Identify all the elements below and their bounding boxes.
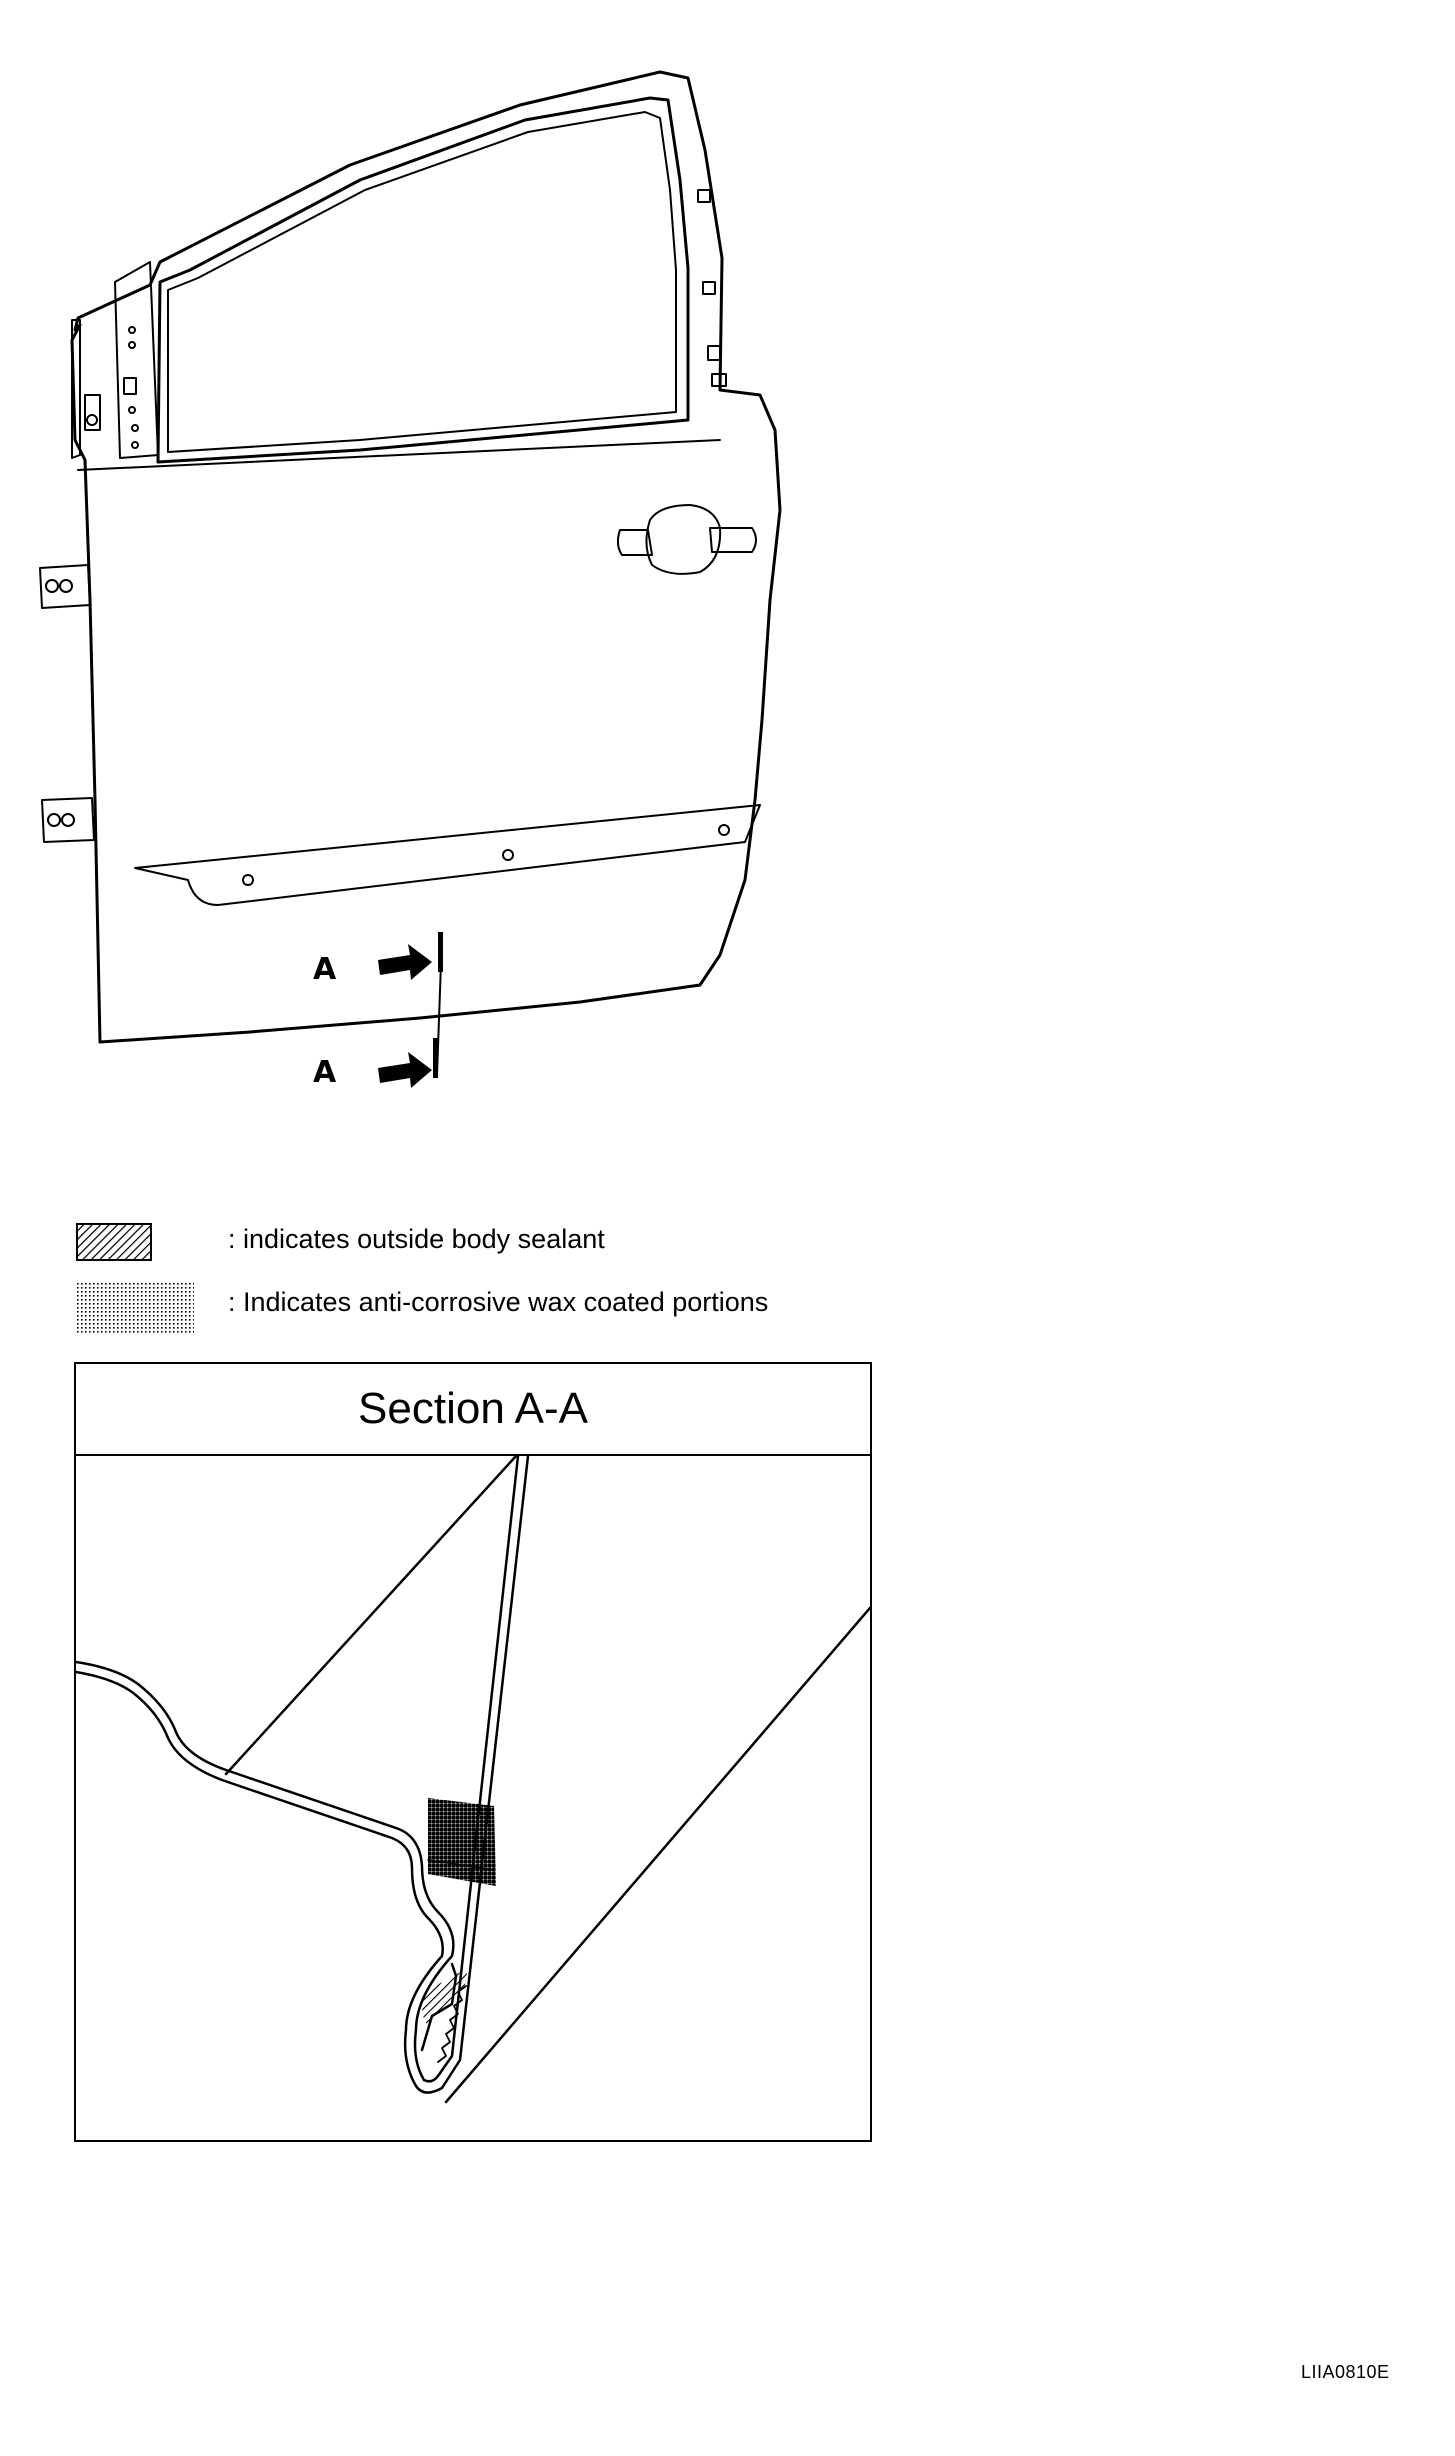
lower-molding xyxy=(134,804,761,906)
mount-hole xyxy=(128,341,136,349)
mount-hole xyxy=(128,326,136,334)
sash-clip xyxy=(702,281,716,295)
mount-hole xyxy=(86,414,98,426)
projection-line xyxy=(224,1456,518,1776)
hinge-bolt xyxy=(45,579,59,593)
front-pillar xyxy=(71,261,159,459)
section-cut-end xyxy=(438,932,443,972)
molding-clip xyxy=(242,874,254,886)
mount-hole xyxy=(131,424,139,432)
mount-hole xyxy=(128,406,136,414)
hem-flange xyxy=(414,1456,530,2094)
hinge-bolt xyxy=(59,579,73,593)
mount-slot xyxy=(123,377,137,395)
section-marker-a-bottom: A xyxy=(313,1055,337,1090)
molding-clip xyxy=(502,849,514,861)
door-handle-rear xyxy=(709,527,757,553)
figure-code: LIIA0810E xyxy=(1301,2362,1390,2382)
hinge-bolt xyxy=(61,813,75,827)
sealant-area xyxy=(422,1968,468,2026)
door-handle-recess xyxy=(645,504,722,575)
door-illustration xyxy=(39,70,782,1088)
sash-clip xyxy=(697,189,711,203)
inner-panel-edge xyxy=(420,1962,458,2052)
sash-clip xyxy=(711,373,727,387)
mount-hole xyxy=(131,441,139,449)
molding-clip xyxy=(718,824,730,836)
wax-legend-label: : Indicates anti-corrosive wax coated po… xyxy=(228,1287,769,1317)
wax-dot-swatch xyxy=(76,1282,194,1334)
section-title: Section A-A xyxy=(358,1384,588,1433)
sash-clip xyxy=(707,345,721,361)
section-marker-a-top: A xyxy=(313,952,337,987)
hinge-bolt xyxy=(47,813,61,827)
section-arrow-bottom xyxy=(378,1052,432,1088)
mirror-mount-detail xyxy=(84,394,101,431)
wax-boundary xyxy=(427,1859,495,1871)
section-cut-end xyxy=(433,1038,438,1078)
window-inner-line xyxy=(167,111,677,453)
sealant-hatch-swatch xyxy=(76,1223,152,1261)
sealant-legend-label: : indicates outside body sealant xyxy=(228,1224,605,1254)
door-handle-front xyxy=(616,529,653,556)
projection-line xyxy=(444,1606,870,2104)
belt-line xyxy=(77,439,721,471)
lower-hinge xyxy=(41,797,95,843)
window-opening xyxy=(156,96,690,464)
outer-panel xyxy=(76,1660,455,2082)
section-a-a-drawing xyxy=(76,1456,870,2104)
outer-panel-inner xyxy=(76,1670,444,2088)
door-outer-outline xyxy=(70,70,782,1044)
upper-hinge xyxy=(39,564,91,609)
hem-jagged-edge xyxy=(437,1985,467,2063)
section-a-a-panel: Section A-A xyxy=(74,1362,872,2142)
section-arrow-top xyxy=(378,944,432,980)
inner-panel xyxy=(422,1456,520,2083)
section-title-bar: Section A-A xyxy=(76,1364,870,1456)
